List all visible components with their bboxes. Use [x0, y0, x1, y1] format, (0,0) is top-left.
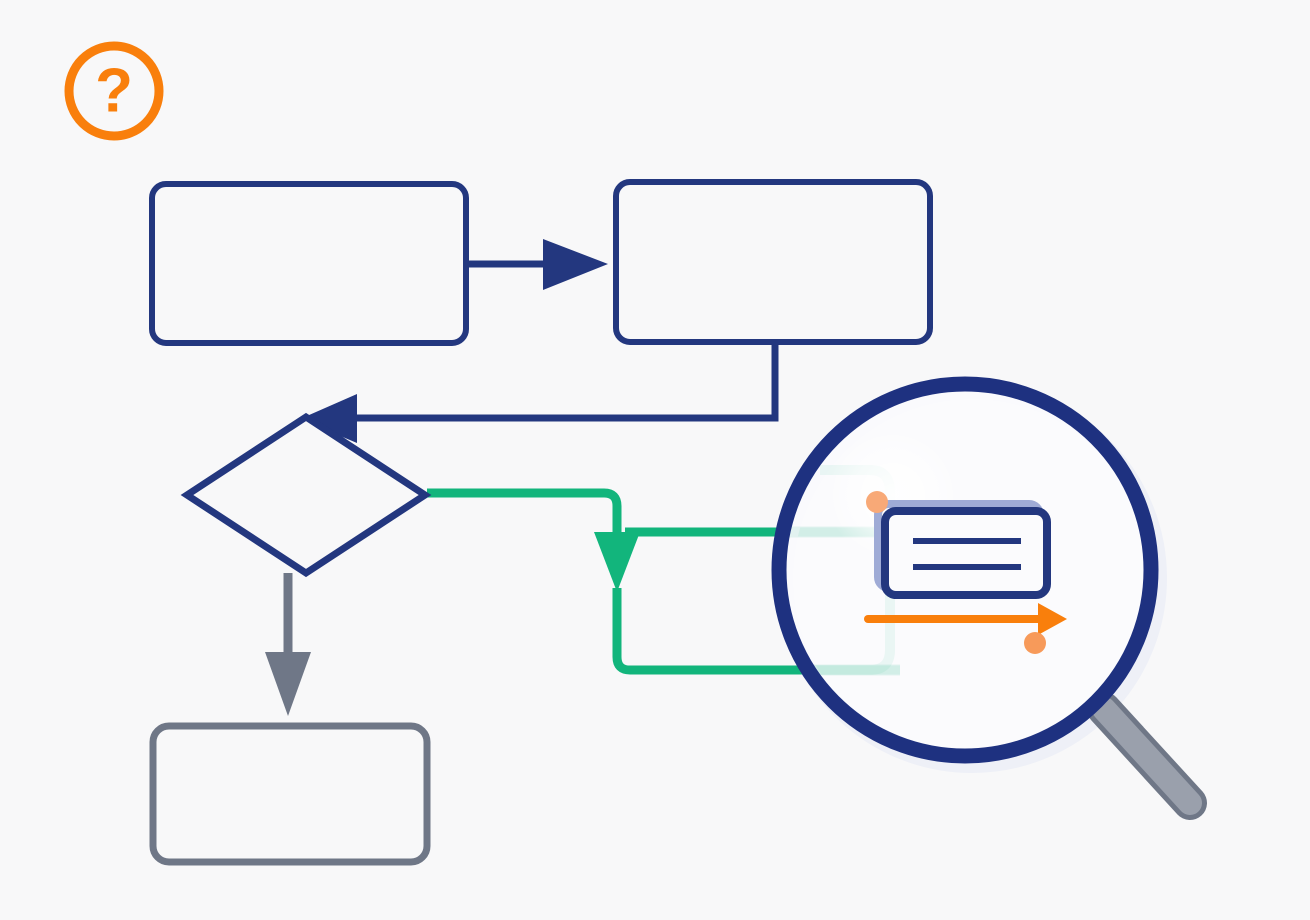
- edge-b-to-decision: [300, 342, 779, 443]
- help-badge-circle: [64, 41, 164, 141]
- hit-terminal[interactable]: [153, 726, 427, 862]
- hit-help-badge[interactable]: [68, 45, 160, 137]
- help-question-badge[interactable]: ?: [64, 41, 164, 141]
- help-badge-glyph: ?: [95, 57, 133, 126]
- flow-node-decision[interactable]: [180, 412, 432, 578]
- orange-dot-upper: [866, 491, 888, 513]
- hit-decision[interactable]: [187, 417, 425, 573]
- edge-a-to-b: [466, 239, 608, 290]
- hit-magnifier[interactable]: [779, 384, 1151, 756]
- flow-node-terminal[interactable]: [149, 722, 431, 866]
- orange-dot-lower: [1024, 632, 1046, 654]
- magnifier-ring[interactable]: [771, 376, 1159, 764]
- hit-process-b[interactable]: [616, 182, 930, 342]
- magnifier-handle[interactable]: [1087, 692, 1207, 820]
- edge-decision-no: [265, 573, 311, 716]
- edge-decision-yes: [427, 488, 900, 675]
- hit-process-a[interactable]: [152, 184, 466, 343]
- magnified-orange-arrow: [864, 603, 1067, 635]
- magnified-card[interactable]: [881, 507, 1051, 599]
